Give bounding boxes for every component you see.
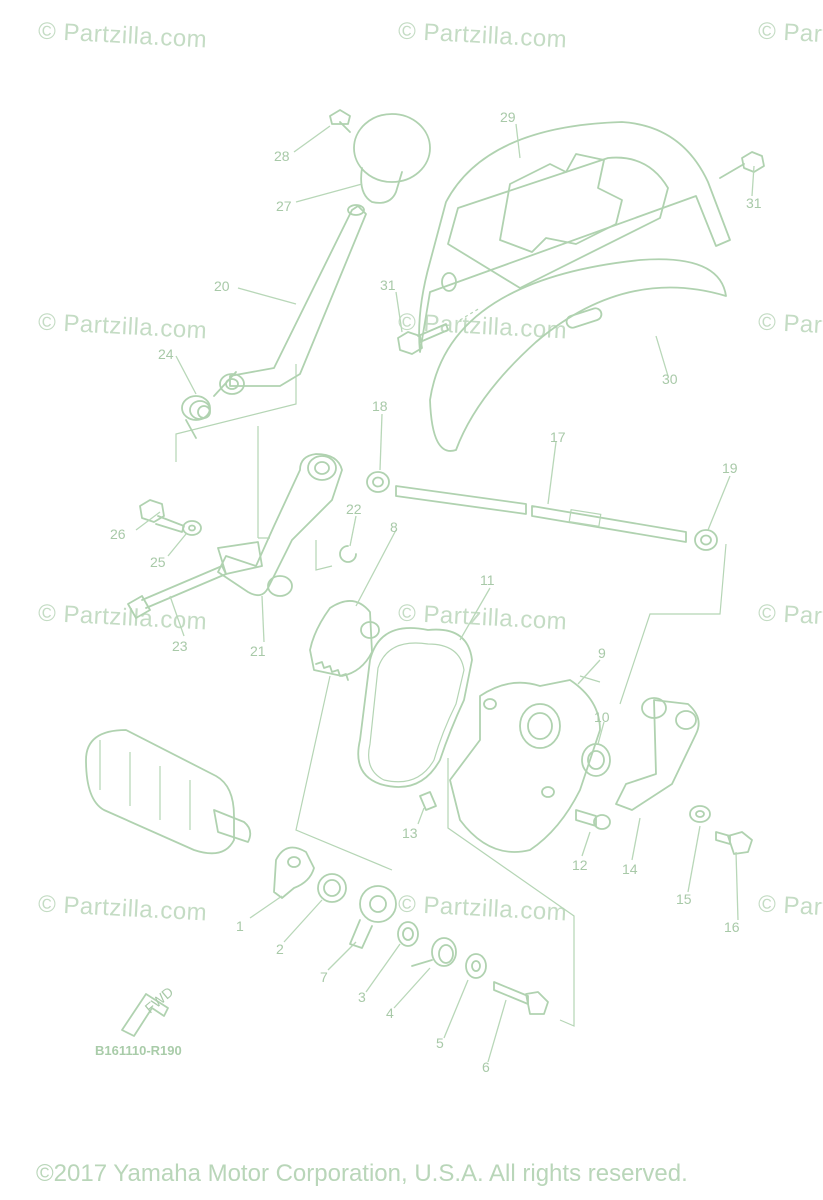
bolt-6[interactable]: [493, 981, 549, 1015]
gear-7[interactable]: [349, 885, 397, 949]
label-24[interactable]: 24: [158, 346, 174, 362]
shift-arm[interactable]: [217, 426, 343, 597]
label-27[interactable]: 27: [276, 198, 292, 214]
part-labels: 28 27 29 31 31 30 20 24 18 17 19 22 26 2…: [110, 109, 762, 1075]
label-14[interactable]: 14: [622, 861, 638, 877]
bolt-12[interactable]: [575, 809, 611, 830]
label-31-upper[interactable]: 31: [746, 195, 762, 211]
label-19[interactable]: 19: [722, 460, 738, 476]
label-30[interactable]: 30: [662, 371, 678, 387]
label-23[interactable]: 23: [172, 638, 188, 654]
label-6[interactable]: 6: [482, 1059, 490, 1075]
shift-knob-screw[interactable]: [329, 109, 351, 133]
bolt-16[interactable]: [715, 831, 753, 855]
nut-18[interactable]: [366, 471, 390, 493]
shift-arm-2[interactable]: [615, 697, 700, 811]
label-10[interactable]: 10: [594, 709, 610, 725]
diagram-code: B161110-R190: [95, 1043, 182, 1058]
label-20[interactable]: 20: [214, 278, 230, 294]
return-spring[interactable]: [181, 371, 237, 439]
collar-2[interactable]: [317, 873, 347, 903]
label-5[interactable]: 5: [436, 1035, 444, 1051]
label-9[interactable]: 9: [598, 645, 606, 661]
label-15[interactable]: 15: [676, 891, 692, 907]
label-21[interactable]: 21: [250, 643, 266, 659]
dowel-13[interactable]: [419, 791, 437, 811]
label-22[interactable]: 22: [346, 501, 362, 517]
label-29[interactable]: 29: [500, 109, 516, 125]
label-31-lower[interactable]: 31: [380, 277, 396, 293]
shift-knob[interactable]: [353, 113, 431, 204]
shift-rod[interactable]: [395, 485, 687, 543]
label-16[interactable]: 16: [724, 919, 740, 935]
screw-31-upper[interactable]: [719, 151, 765, 179]
label-12[interactable]: 12: [572, 857, 588, 873]
label-28[interactable]: 28: [274, 148, 290, 164]
label-8[interactable]: 8: [390, 519, 398, 535]
label-25[interactable]: 25: [150, 554, 166, 570]
nut-19[interactable]: [694, 529, 718, 551]
washer-25[interactable]: [182, 520, 202, 536]
gasket[interactable]: [357, 627, 473, 788]
label-26[interactable]: 26: [110, 526, 126, 542]
fwd-label: FWD: [142, 984, 177, 1017]
fwd-arrow-icon: FWD: [121, 984, 177, 1037]
label-11[interactable]: 11: [480, 572, 495, 588]
cover-panel[interactable]: [429, 258, 727, 452]
label-18[interactable]: 18: [372, 398, 388, 414]
shift-drum: [85, 729, 252, 855]
bolt-26[interactable]: [139, 499, 185, 533]
shift-housing[interactable]: [449, 679, 601, 853]
label-4[interactable]: 4: [386, 1005, 394, 1021]
shift-segment[interactable]: [309, 600, 380, 681]
leader-lines: [135, 123, 755, 1063]
screw-31-lower[interactable]: [397, 323, 449, 355]
circlip-22[interactable]: [339, 545, 357, 563]
label-17[interactable]: 17: [550, 429, 566, 445]
oil-seal-10[interactable]: [581, 743, 611, 777]
label-7[interactable]: 7: [320, 969, 328, 985]
washer-15[interactable]: [689, 805, 711, 823]
spring-4[interactable]: [411, 937, 457, 967]
label-3[interactable]: 3: [358, 989, 366, 1005]
stopper-1[interactable]: [273, 846, 315, 899]
copyright-notice: ©2017 Yamaha Motor Corporation, U.S.A. A…: [36, 1160, 688, 1187]
washer-3[interactable]: [397, 921, 419, 947]
label-1[interactable]: 1: [236, 918, 244, 934]
washer-5[interactable]: [465, 953, 487, 979]
label-13[interactable]: 13: [402, 825, 418, 841]
label-2[interactable]: 2: [276, 941, 284, 957]
shift-lever[interactable]: [175, 204, 367, 462]
shift-gate-cover[interactable]: [418, 121, 731, 353]
bolt-23[interactable]: [127, 565, 227, 619]
